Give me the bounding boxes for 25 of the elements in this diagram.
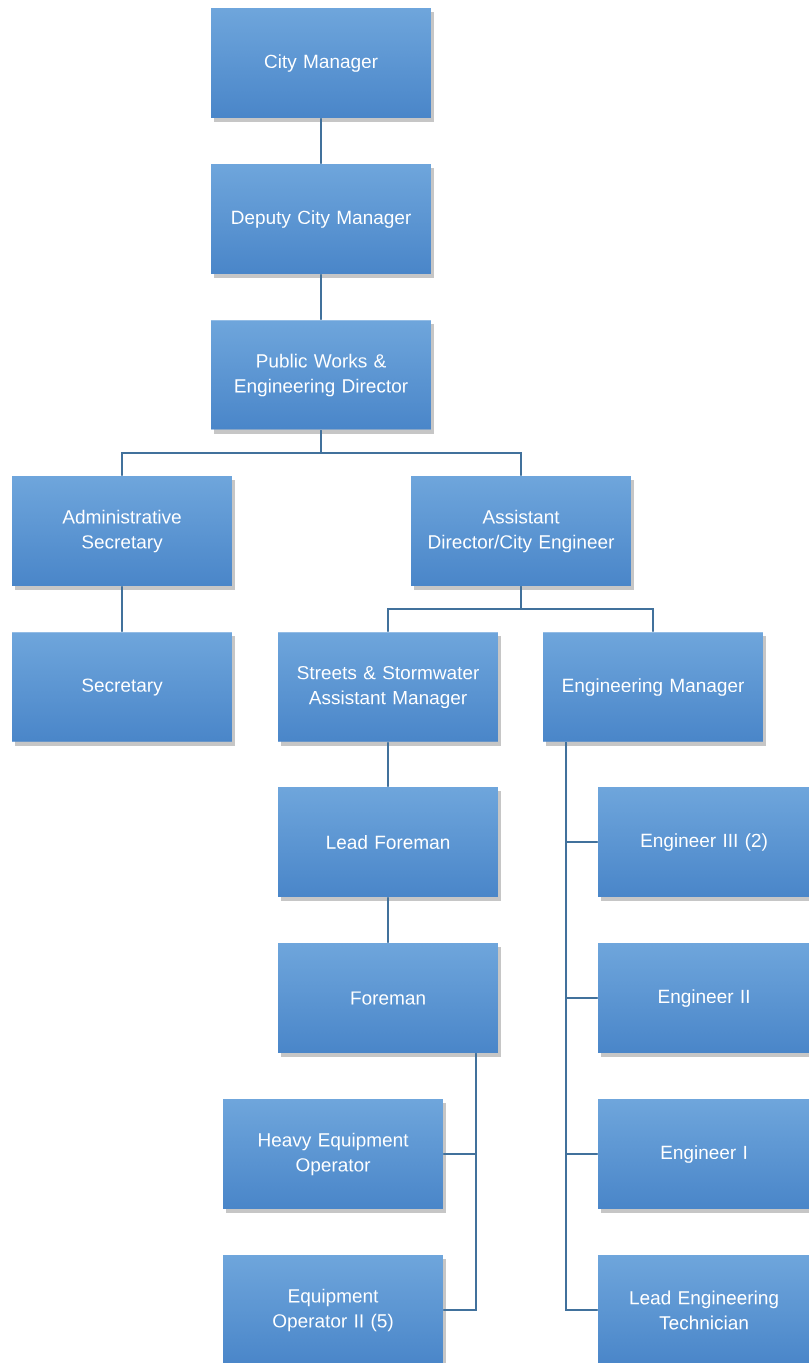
position-box: Engineer II xyxy=(598,943,809,1057)
position-box: Heavy Equipment Operator xyxy=(223,1099,446,1213)
position-box: Engineer III (2) xyxy=(598,787,809,901)
position-box: Engineer I xyxy=(598,1099,809,1213)
position-box: Administrative Secretary xyxy=(12,476,235,590)
connector-line xyxy=(320,117,322,165)
position-box: Lead Foreman xyxy=(278,787,501,901)
connector-line xyxy=(320,273,322,321)
connector-line xyxy=(387,741,389,788)
position-box: Deputy City Manager xyxy=(211,164,434,278)
connector-line xyxy=(442,1052,477,1311)
connector-line xyxy=(121,585,123,633)
position-box: Lead Engineering Technician xyxy=(598,1255,809,1363)
position-box: Public Works & Engineering Director xyxy=(211,320,434,434)
position-box: Engineering Manager xyxy=(543,632,766,746)
connector-line xyxy=(520,585,654,633)
position-box: Secretary xyxy=(12,632,235,746)
position-box: Equipment Operator II (5) xyxy=(223,1255,446,1363)
position-box: Streets & Stormwater Assistant Manager xyxy=(278,632,501,746)
position-box: City Manager xyxy=(211,8,434,122)
connector-line xyxy=(320,429,522,477)
connector-line xyxy=(565,741,599,1311)
position-box: Assistant Director/City Engineer xyxy=(411,476,634,590)
connector-line xyxy=(387,896,389,944)
position-box: Foreman xyxy=(278,943,501,1057)
